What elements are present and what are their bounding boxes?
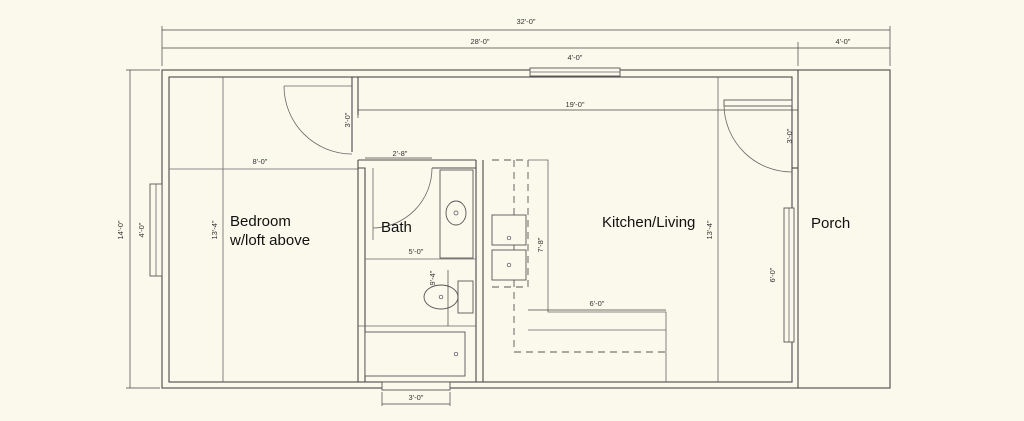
dim-porch-door: 3'-0" <box>785 128 794 143</box>
room-label-bath: Bath <box>381 219 412 236</box>
room-label-kitchen-living: Kitchen/Living <box>602 214 695 231</box>
dim-bottom-window: 3'-0" <box>409 393 424 402</box>
dim-top-window: 4'-0" <box>568 53 583 62</box>
dim-bath-door: 2'-8" <box>393 149 408 158</box>
dim-entry-door: 3'-0" <box>343 112 352 127</box>
dim-bedroom-depth: 13'-4" <box>210 220 219 239</box>
room-label-bedroom-loft: w/loft above <box>229 232 310 249</box>
toilet-tank <box>457 280 474 314</box>
kitchen-sink-left <box>491 214 527 246</box>
dim-living-depth: 13'-4" <box>705 220 714 239</box>
dim-main-room-length: 19'-0" <box>565 100 584 109</box>
room-label-porch: Porch <box>811 215 850 232</box>
dim-interior-length: 28'-0" <box>470 37 489 46</box>
left-dimensions: 14'-0" <box>116 69 160 389</box>
bathtub <box>364 331 466 377</box>
dim-bath-width: 5'-0" <box>409 247 424 256</box>
dim-overall-width: 14'-0" <box>116 220 125 239</box>
dim-overall-length: 32'-0" <box>516 17 535 26</box>
main-room-dimension: 19'-0" <box>357 100 799 118</box>
porch-door <box>723 99 793 107</box>
kitchen: 6'-0" 7'-8" Kitchen/Living <box>491 159 695 382</box>
bottom-window <box>381 381 451 391</box>
top-window: 4'-0" <box>529 53 621 77</box>
dim-bedroom-window: 4'-0" <box>137 222 146 237</box>
living-area: 13'-4" 3'-0" 6'-0" Porch <box>705 77 850 382</box>
dim-porch-window: 6'-0" <box>768 267 777 282</box>
room-label-bedroom: Bedroom <box>230 213 291 230</box>
dim-counter-depth: 7'-8" <box>536 237 545 252</box>
dim-porch-depth: 4'-0" <box>836 37 851 46</box>
bedroom: 4'-0" 3'-0" 8'-0" 13'-4" Bedroom w/loft … <box>137 77 359 382</box>
dim-counter-length: 6'-0" <box>590 299 605 308</box>
top-dimensions: 32'-0" 28'-0" 4'-0" <box>161 17 891 66</box>
dim-bath-depth: 9'-4" <box>428 270 437 285</box>
dim-bedroom-width: 8'-0" <box>253 157 268 166</box>
bathroom: 2'-8" 9'-4" 5'-0" Bath 3'-0" <box>357 149 484 406</box>
